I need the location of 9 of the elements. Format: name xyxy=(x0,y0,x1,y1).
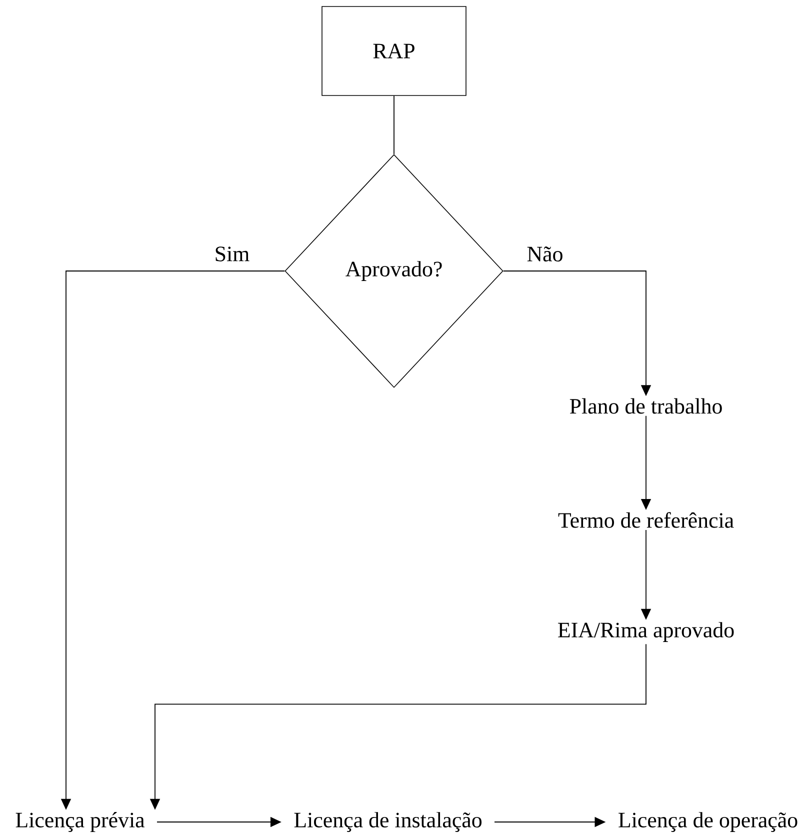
step-label: Plano de trabalho xyxy=(570,398,722,414)
step-label: EIA/Rima aprovado xyxy=(558,622,734,642)
process-box: RAP xyxy=(322,6,466,96)
step-label: Licença de operação xyxy=(618,812,798,832)
step-label: Licença prévia xyxy=(16,812,145,832)
step-label: Termo de referência xyxy=(558,512,734,528)
step-label: Licença de instalação xyxy=(294,812,482,832)
edge-label: Não xyxy=(526,246,564,262)
edge-label: Sim xyxy=(213,246,251,262)
